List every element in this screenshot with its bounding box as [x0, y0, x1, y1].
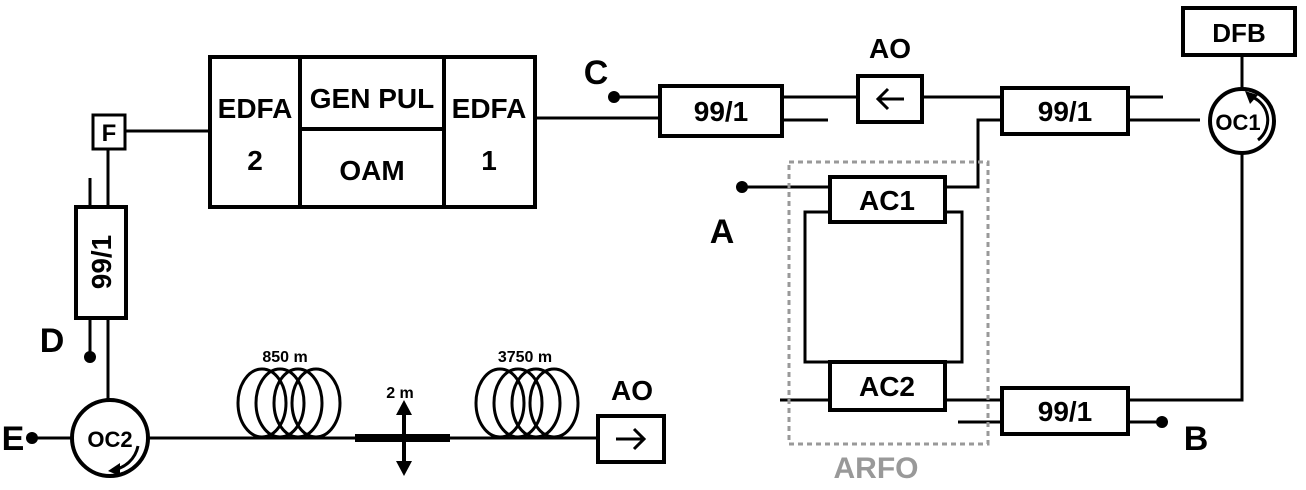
edfa2-label-line2: 2 [247, 145, 263, 176]
coupler-bottom-right-label: 99/1 [1038, 396, 1093, 427]
ac2-label: AC2 [859, 371, 915, 402]
dfb-laser-box [1181, 6, 1297, 57]
amplifier-block [208, 55, 537, 209]
ac1-label: AC1 [859, 185, 915, 216]
coupler-ac2 [828, 360, 947, 412]
double-arrow-icon [396, 400, 412, 476]
arfo-dashed-region [787, 160, 990, 446]
point-b-dot [1156, 416, 1168, 428]
point-a-dot [736, 181, 748, 193]
filter-label: F [102, 120, 117, 147]
isolator-bottom-box [596, 414, 666, 464]
fiber-850-label: 850 m [262, 349, 307, 366]
coupler-bottom-right [1000, 386, 1130, 436]
oam-label: OAM [339, 155, 404, 186]
circulator-oc1 [1208, 87, 1276, 155]
fiber-connections [32, 55, 1244, 440]
point-c-dot [608, 91, 620, 103]
edfa1-label-line2: 1 [481, 145, 497, 176]
edfa1-label-line1: EDFA [452, 93, 527, 124]
fiber-2m-label: 2 m [386, 385, 414, 402]
oc2-label: OC2 [87, 427, 132, 452]
coupler-vertical-label: 99/1 [86, 235, 117, 290]
gen-pul-label: GEN PUL [310, 83, 434, 114]
coupler-ac1 [828, 175, 947, 224]
fiber-coil-icon [236, 367, 342, 439]
edfa2-label-line1: EDFA [218, 93, 293, 124]
fiber-3750-label: 3750 m [498, 349, 552, 366]
point-b-label: B [1184, 420, 1209, 458]
point-c-label: C [584, 54, 609, 92]
circular-arrow-icon [108, 445, 140, 476]
coupler-top-right [1000, 86, 1130, 136]
ao-top-label: AO [869, 33, 911, 64]
circular-arrow-icon [1245, 91, 1270, 142]
arrow-right-icon [616, 427, 647, 451]
fiber-coil-icon [474, 367, 580, 439]
coupler-top-left-label: 99/1 [694, 96, 749, 127]
point-d-label: D [40, 322, 65, 360]
coupler-top-right-label: 99/1 [1038, 96, 1093, 127]
point-e-label: E [2, 420, 25, 458]
point-e-dot [26, 432, 38, 444]
circulator-oc2 [70, 398, 150, 478]
point-d-dot [84, 351, 96, 363]
dfb-label: DFB [1212, 18, 1265, 48]
arrow-left-icon [875, 87, 904, 111]
coupler-top-left [658, 84, 784, 138]
coupler-vertical [74, 205, 128, 320]
arfo-label: ARFO [834, 452, 919, 485]
point-a-label: A [710, 213, 735, 251]
ao-bottom-label: AO [611, 375, 653, 406]
filter-box [91, 113, 127, 151]
oc1-label: OC1 [1215, 110, 1260, 135]
